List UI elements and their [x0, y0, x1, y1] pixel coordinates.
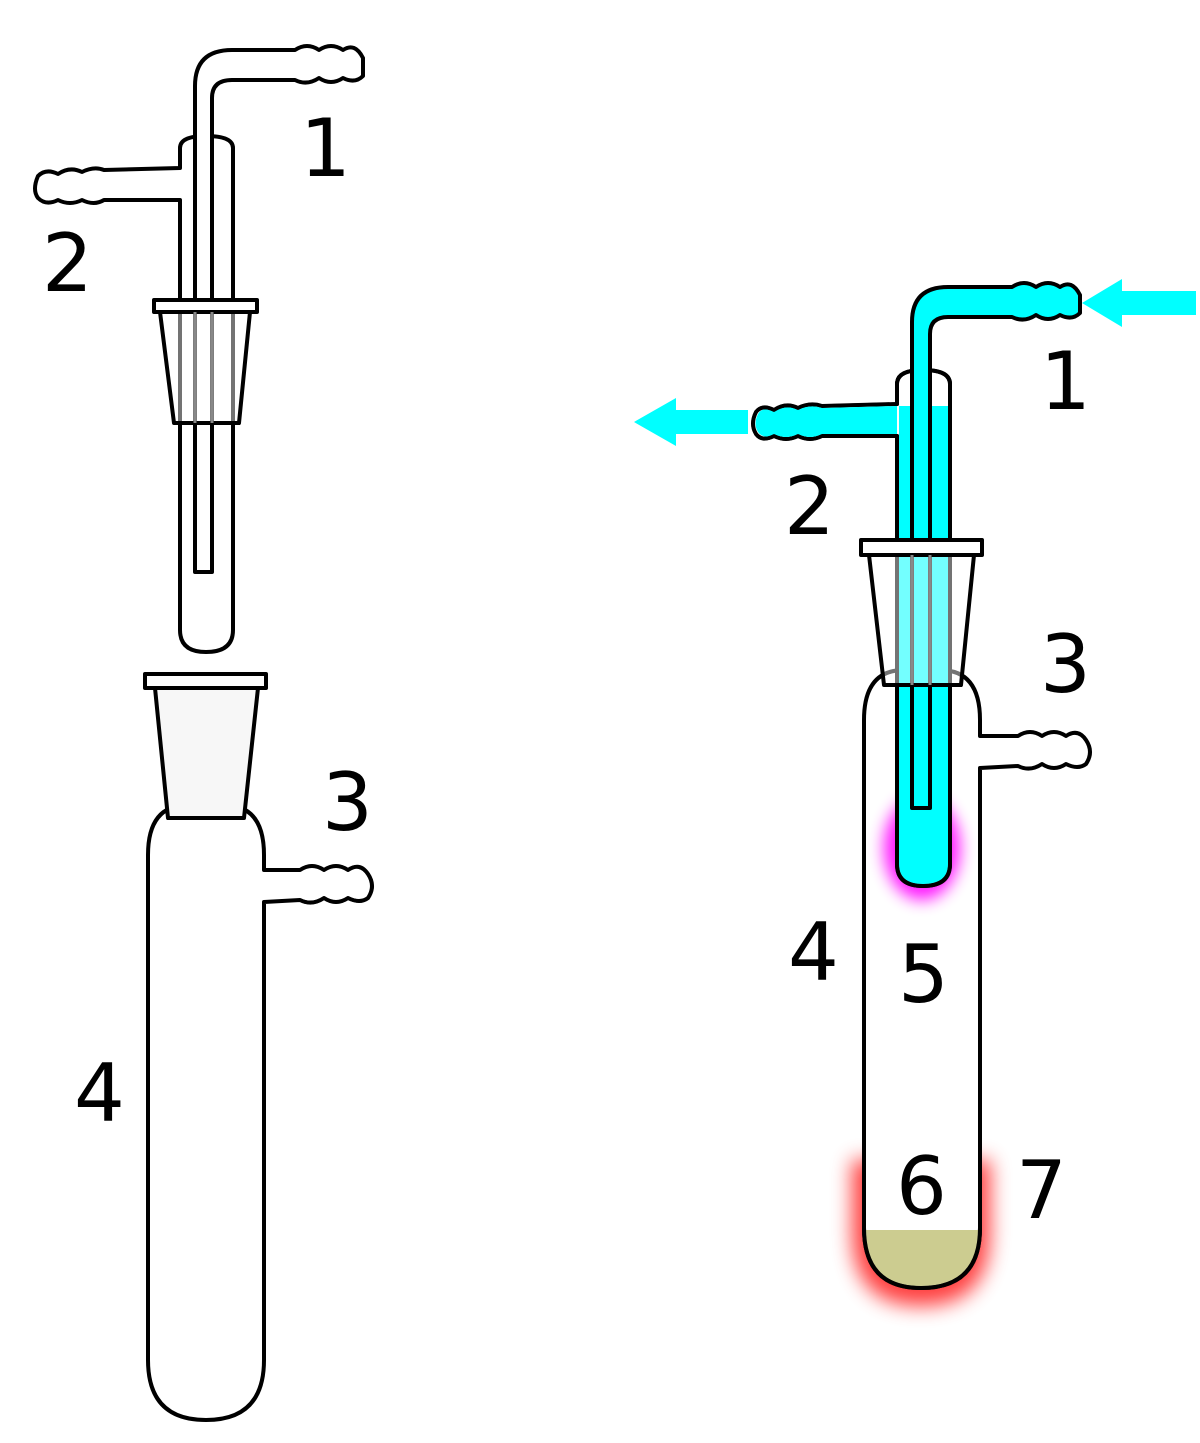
right-label-cold-finger: 5 [898, 928, 949, 1021]
left-label-inlet: 1 [300, 102, 351, 195]
left-cold-finger [33, 44, 365, 654]
right-label-outlet: 2 [784, 460, 835, 553]
coolant-out-arrow [634, 398, 748, 446]
right-label-inlet: 1 [1040, 335, 1091, 428]
right-label-heat: 7 [1016, 1144, 1067, 1237]
left-label-outlet: 2 [42, 217, 93, 310]
right-label-vessel: 4 [788, 906, 839, 999]
coolant-in-arrow [1082, 279, 1196, 327]
right-cold-finger [751, 281, 1082, 888]
crude-residue [862, 1226, 982, 1290]
left-label-vacuum: 3 [322, 756, 373, 849]
right-apparatus: 1 2 3 4 5 6 7 [634, 279, 1196, 1306]
left-female-joint [143, 672, 268, 820]
left-apparatus: 1 2 3 4 [33, 44, 374, 1422]
left-vacuum-side-arm [299, 864, 374, 905]
right-label-vacuum: 3 [1040, 618, 1091, 711]
right-label-crude: 6 [896, 1140, 947, 1233]
left-outer-vessel [146, 803, 374, 1422]
left-label-vessel: 4 [74, 1047, 125, 1140]
